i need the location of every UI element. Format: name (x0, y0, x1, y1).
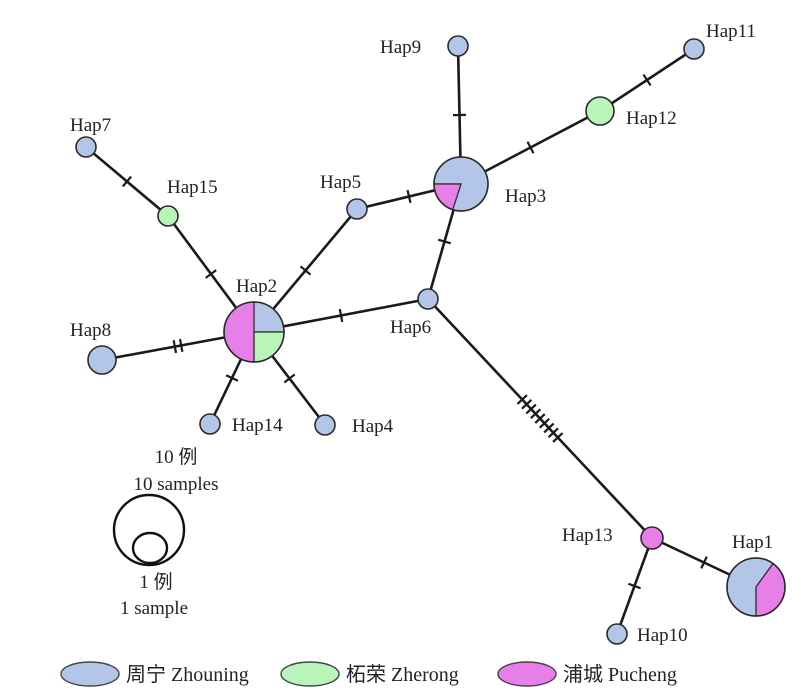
scale-circle-small (131, 531, 169, 565)
label-hap6: Hap6 (390, 317, 431, 338)
scale-small-cn: 1 例 (139, 571, 172, 593)
label-hap2: Hap2 (236, 276, 277, 297)
node-outline (726, 557, 786, 617)
node-hap7 (75, 136, 97, 158)
node-hap2 (223, 301, 285, 363)
node-slice-zhouning (199, 413, 221, 435)
legend-swatch-pucheng (497, 661, 557, 687)
node-slice-zhouning (75, 136, 97, 158)
node-slice-zhouning (314, 414, 336, 436)
edge-hap6-hap13 (427, 298, 653, 539)
node-hap14 (199, 413, 221, 435)
node-outline (223, 301, 285, 363)
labels-layer: Hap1Hap2Hap3Hap4Hap5Hap6Hap7Hap8Hap9Hap1… (70, 21, 773, 646)
node-hap1 (726, 557, 786, 617)
color-legend: 周宁 Zhouning 柘荣 Zherong 浦城 Pucheng (60, 661, 677, 687)
edge-hap12-hap11 (599, 47, 695, 113)
node-hap10 (606, 623, 628, 645)
node-slice-zhouning (87, 345, 117, 375)
node-hap3 (433, 156, 489, 212)
mutation-tick (283, 373, 296, 384)
legend-swatch-zhouning (60, 661, 120, 687)
mutation-tick (178, 338, 184, 353)
mutation-tick (299, 265, 312, 276)
node-hap9 (447, 35, 469, 57)
label-hap5: Hap5 (320, 172, 361, 193)
label-hap11: Hap11 (706, 21, 756, 42)
legend-item-zherong: 柘荣 Zherong (280, 661, 459, 687)
mutation-tick (172, 339, 178, 354)
mutation-tick (538, 417, 550, 429)
scale-large-cn: 10 例 (155, 446, 198, 468)
mutation-tick (521, 399, 533, 410)
label-hap13: Hap13 (562, 525, 613, 546)
label-hap14: Hap14 (232, 415, 283, 436)
label-hap4: Hap4 (352, 416, 394, 437)
mutation-tick (338, 308, 344, 323)
mutation-tick (552, 432, 564, 443)
label-hap9: Hap9 (380, 37, 421, 58)
legend-item-pucheng: 浦城 Pucheng (497, 661, 677, 687)
mutation-tick (642, 73, 652, 87)
node-slice-zhouning (417, 288, 439, 310)
mutation-tick (534, 413, 546, 424)
mutation-tick (406, 189, 412, 204)
label-hap1: Hap1 (732, 532, 773, 553)
legend-swatch-zherong (280, 661, 340, 687)
scale-legend: 10 例 10 samples 1 例 1 sample (112, 446, 219, 619)
mutation-tick (526, 141, 535, 154)
scale-small-en: 1 sample (120, 598, 188, 619)
node-hap8 (87, 345, 117, 375)
legend-item-zhouning: 周宁 Zhouning (60, 661, 249, 687)
legend-label-pucheng: 浦城 Pucheng (563, 663, 677, 686)
mutation-tick (628, 582, 641, 590)
mutation-tick (543, 422, 555, 434)
mutation-tick (530, 408, 542, 420)
node-hap12 (585, 96, 615, 126)
label-hap15: Hap15 (167, 177, 218, 198)
scale-circle-large (112, 493, 186, 567)
label-hap3: Hap3 (505, 186, 546, 207)
node-hap13 (640, 526, 664, 550)
node-slice-zhouning (606, 623, 628, 645)
node-outline (433, 156, 489, 212)
label-hap10: Hap10 (637, 625, 688, 646)
node-slice-zhouning (683, 38, 705, 60)
mutation-tick (205, 269, 217, 279)
node-hap4 (314, 414, 336, 436)
node-slice-zherong (157, 205, 179, 227)
node-slice-pucheng (223, 301, 255, 363)
node-hap5 (346, 198, 368, 220)
edge-hap7-hap15 (85, 146, 169, 217)
edge-hap13-hap10 (615, 537, 654, 635)
mutation-tick (121, 175, 133, 188)
node-slice-zhouning (346, 198, 368, 220)
node-hap6 (417, 288, 439, 310)
node-slice-pucheng (640, 526, 664, 550)
mutation-tick (437, 238, 452, 245)
node-slice-zhouning (447, 35, 469, 57)
mutation-tick (525, 403, 537, 415)
nodes-layer (75, 35, 786, 645)
label-hap8: Hap8 (70, 320, 111, 341)
node-slice-zherong (585, 96, 615, 126)
node-hap11 (683, 38, 705, 60)
label-hap12: Hap12 (626, 108, 677, 129)
legend-label-zhouning: 周宁 Zhouning (126, 663, 249, 686)
node-hap15 (157, 205, 179, 227)
label-hap7: Hap7 (70, 115, 111, 136)
mutation-tick (700, 556, 708, 569)
scale-large-en: 10 samples (134, 474, 219, 495)
mutation-tick (516, 394, 528, 405)
legend-label-zherong: 柘荣 Zherong (346, 663, 459, 686)
mutation-tick (225, 374, 239, 382)
mutation-tick (547, 427, 559, 438)
